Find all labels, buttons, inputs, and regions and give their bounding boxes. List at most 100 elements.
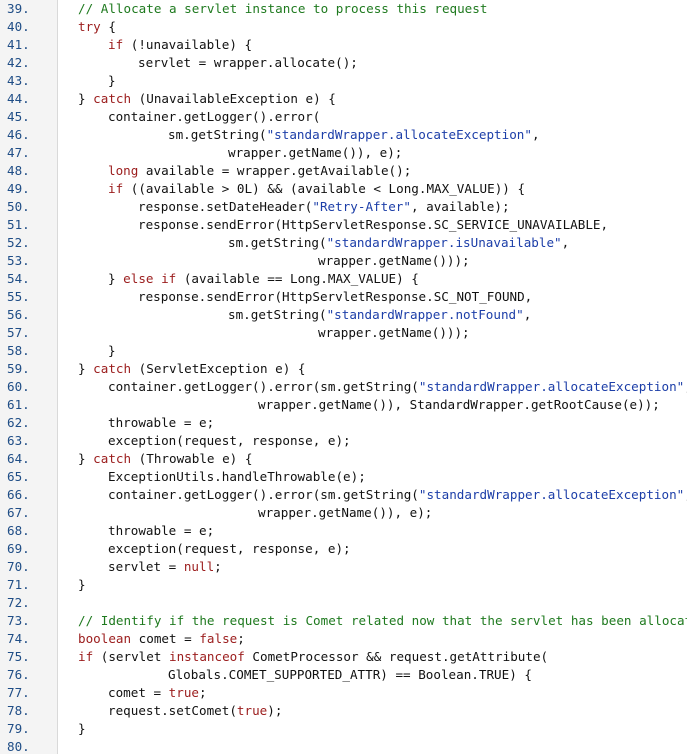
line-number: 75. <box>7 649 30 664</box>
code-token: , <box>684 379 687 394</box>
code-text: } <box>108 342 116 360</box>
code-token: (ServletException e) { <box>131 361 306 376</box>
code-line: 60.container.getLogger().error(sm.getStr… <box>0 378 687 396</box>
line-number: 49. <box>7 181 30 196</box>
code-text: request.setComet(true); <box>108 702 282 720</box>
code-line: 53.wrapper.getName())); <box>0 252 687 270</box>
keyword-token: try <box>78 19 101 34</box>
code-line: 64.} catch (Throwable e) { <box>0 450 687 468</box>
code-token: sm.getString( <box>228 307 327 322</box>
code-line: 57.wrapper.getName())); <box>0 324 687 342</box>
line-number: 51. <box>7 217 30 232</box>
keyword-token: if <box>108 37 124 52</box>
code-line: 39. // Allocate a servlet instance to pro… <box>0 0 687 18</box>
code-token: } <box>78 721 86 736</box>
line-number: 79. <box>7 721 30 736</box>
code-token: throwable = e; <box>108 523 215 538</box>
code-text: sm.getString("standardWrapper.notFound", <box>228 306 531 324</box>
code-line: 52.sm.getString("standardWrapper.isUnava… <box>0 234 687 252</box>
code-text: sm.getString("standardWrapper.allocateEx… <box>168 126 540 144</box>
code-line: 42.servlet = wrapper.allocate(); <box>0 54 687 72</box>
line-number: 62. <box>7 415 30 430</box>
line-number: 56. <box>7 307 30 322</box>
line-number: 70. <box>7 559 30 574</box>
code-token: (Throwable e) { <box>131 451 253 466</box>
line-number: 39. <box>7 1 30 16</box>
code-text: } catch (UnavailableException e) { <box>78 90 336 108</box>
code-token: container.getLogger().error(sm.getString… <box>108 379 419 394</box>
line-number: 68. <box>7 523 30 538</box>
code-token: (UnavailableException e) { <box>131 91 336 106</box>
code-token: (servlet <box>93 649 169 664</box>
line-number: 44. <box>7 91 30 106</box>
keyword-token: if <box>108 181 124 196</box>
string-token: "standardWrapper.allocateException" <box>418 379 685 394</box>
code-text: try { <box>78 18 116 36</box>
code-text: long available = wrapper.getAvailable(); <box>108 162 411 180</box>
code-text: exception(request, response, e); <box>108 540 351 558</box>
line-number: 73. <box>7 613 30 628</box>
keyword-token: null <box>183 559 215 574</box>
code-line: 78.request.setComet(true); <box>0 702 687 720</box>
keyword-token: true <box>236 703 268 718</box>
code-line: 79.} <box>0 720 687 738</box>
code-text: response.sendError(HttpServletResponse.S… <box>138 216 608 234</box>
code-token: , <box>523 307 532 322</box>
keyword-token: instanceof <box>169 649 245 664</box>
code-token: request.setComet( <box>108 703 237 718</box>
code-text: boolean comet = false; <box>78 630 245 648</box>
code-line: 48.long available = wrapper.getAvailable… <box>0 162 687 180</box>
code-token: response.sendError(HttpServletResponse.S… <box>138 217 609 232</box>
string-token: "Retry-After" <box>312 199 411 214</box>
line-number: 55. <box>7 289 30 304</box>
code-line: 43.} <box>0 72 687 90</box>
line-number: 54. <box>7 271 30 286</box>
line-number: 50. <box>7 199 30 214</box>
code-text: container.getLogger().error( <box>108 108 320 126</box>
code-line: 49.if ((available > 0L) && (available < … <box>0 180 687 198</box>
code-text: // Allocate a servlet instance to proces… <box>78 0 487 18</box>
code-token: wrapper.getName()), StandardWrapper.getR… <box>258 397 660 412</box>
code-line: 71.} <box>0 576 687 594</box>
code-token: } <box>78 91 94 106</box>
code-text: ExceptionUtils.handleThrowable(e); <box>108 468 366 486</box>
code-text: wrapper.getName()), StandardWrapper.getR… <box>258 396 660 414</box>
code-line: 46.sm.getString("standardWrapper.allocat… <box>0 126 687 144</box>
line-number: 77. <box>7 685 30 700</box>
code-text: exception(request, response, e); <box>108 432 351 450</box>
line-number: 67. <box>7 505 30 520</box>
code-text: servlet = null; <box>108 558 222 576</box>
keyword-token: false <box>199 631 238 646</box>
code-token: ExceptionUtils.handleThrowable(e); <box>108 469 366 484</box>
code-line: 68. throwable = e; <box>0 522 687 540</box>
code-text: } <box>78 720 86 738</box>
code-text: comet = true; <box>108 684 207 702</box>
code-text: } else if (available == Long.MAX_VALUE) … <box>108 270 419 288</box>
code-token: response.setDateHeader( <box>138 199 313 214</box>
code-token: , available); <box>410 199 510 214</box>
code-text: wrapper.getName())); <box>318 252 470 270</box>
code-line: 63.exception(request, response, e); <box>0 432 687 450</box>
code-token: (!unavailable) { <box>123 37 253 52</box>
line-number: 64. <box>7 451 30 466</box>
code-token: exception(request, response, e); <box>108 433 351 448</box>
code-token: throwable = e; <box>108 415 215 430</box>
code-line: 56. sm.getString("standardWrapper.notFoun… <box>0 306 687 324</box>
code-token: comet = <box>131 631 200 646</box>
code-line: 80. <box>0 738 687 756</box>
code-token: available = wrapper.getAvailable(); <box>138 163 412 178</box>
code-text: servlet = wrapper.allocate(); <box>138 54 358 72</box>
code-line: 65. ExceptionUtils.handleThrowable(e); <box>0 468 687 486</box>
line-number: 69. <box>7 541 30 556</box>
code-token: { <box>100 19 116 34</box>
line-number: 41. <box>7 37 30 52</box>
code-token: wrapper.getName()), e); <box>258 505 433 520</box>
keyword-token: boolean <box>78 631 132 646</box>
code-text: container.getLogger().error(sm.getString… <box>108 486 687 504</box>
code-line: 70. servlet = null; <box>0 558 687 576</box>
code-line: 66.container.getLogger().error(sm.getStr… <box>0 486 687 504</box>
code-text: } catch (ServletException e) { <box>78 360 305 378</box>
line-number: 65. <box>7 469 30 484</box>
code-text: wrapper.getName()), e); <box>258 504 432 522</box>
line-number: 43. <box>7 73 30 88</box>
